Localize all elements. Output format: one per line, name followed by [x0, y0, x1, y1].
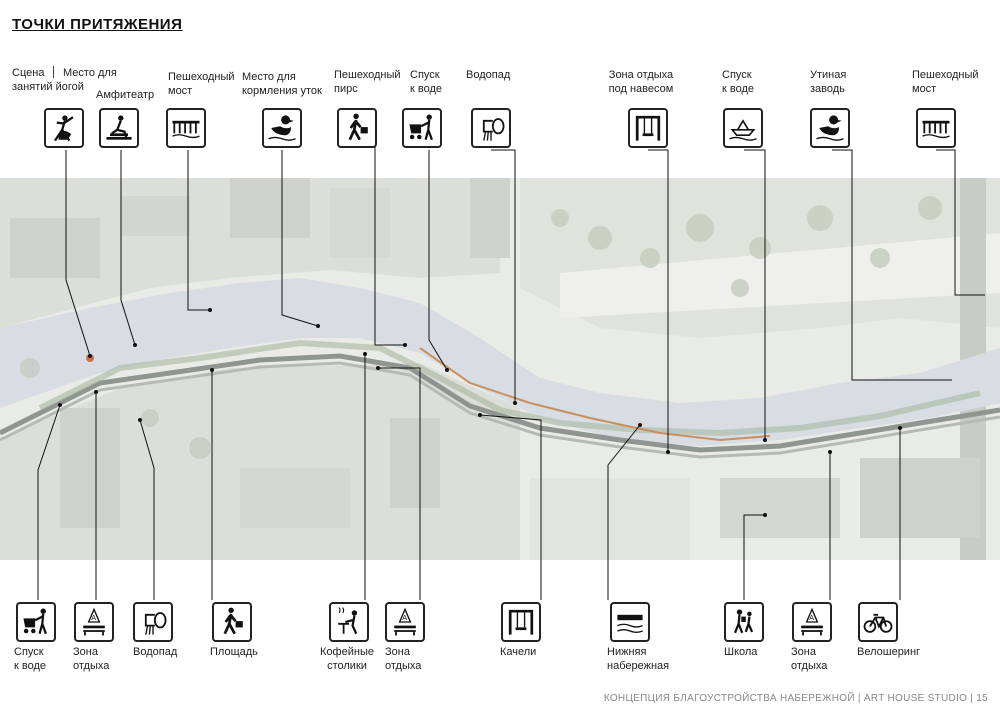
duck-icon: [262, 108, 302, 148]
label-bottom-swings: Качели: [500, 646, 537, 658]
stroller-icon-bottom: [16, 602, 56, 642]
label-bottom-rest-zone-1: Зона отдыха: [73, 646, 110, 672]
label-yoga-stage: Сцена занятий йогой: [12, 67, 84, 93]
swing-icon-bottom: [501, 602, 541, 642]
page-title: ТОЧКИ ПРИТЯЖЕНИЯ: [12, 16, 183, 33]
label-bottom-waterfall: Водопад: [133, 646, 178, 658]
label-place-for: Место для: [63, 67, 117, 79]
label-bottom-rest-zone-3: Зона отдыха: [791, 646, 828, 672]
label-bottom-lower-embankment: Нижняя набережная: [607, 646, 670, 672]
bench-icon: A: [74, 602, 114, 642]
walking-person-icon-bottom: [212, 602, 252, 642]
bridge-icon-2: [916, 108, 956, 148]
page-footer: КОНЦЕПЦИЯ БЛАГОУСТРОЙСТВА НАБЕРЕЖНОЙ | A…: [603, 693, 988, 704]
coffee-table-icon: [329, 602, 369, 642]
label-pedestrian-pier: Пешеходный пирс: [334, 69, 401, 95]
label-amphitheatre: Амфитеатр: [96, 89, 155, 101]
label-pedestrian-bridge-2: Пешеходный мост: [912, 69, 979, 95]
bench-icon-2: A: [385, 602, 425, 642]
label-separator: [53, 66, 54, 78]
waterfall-icon-bottom: [133, 602, 173, 642]
yoga-dancer-icon: [44, 108, 84, 148]
label-pedestrian-bridge-1: Пешеходный мост: [168, 71, 235, 97]
label-canopy-rest: Зона отдыха под навесом: [608, 69, 674, 95]
label-waterfall-top: Водопад: [466, 69, 511, 81]
stroller-icon: [402, 108, 442, 148]
amphitheatre-icon: [99, 108, 139, 148]
bridge-icon: [166, 108, 206, 148]
label-bottom-bike-sharing: Велошеринг: [857, 646, 921, 658]
walking-person-icon: [337, 108, 377, 148]
svg-text:A: A: [91, 613, 96, 622]
duck-icon-2: [810, 108, 850, 148]
svg-text:A: A: [402, 613, 407, 622]
site-plan-map: [0, 178, 1000, 560]
label-bottom-water-descent: Спуск к воде: [14, 646, 47, 672]
label-bottom-square: Площадь: [210, 646, 258, 658]
label-water-descent-1: Спуск к воде: [410, 69, 443, 95]
waterfall-icon: [471, 108, 511, 148]
swing-icon: [628, 108, 668, 148]
label-bottom-rest-zone-2: Зона отдыха: [385, 646, 422, 672]
label-bottom-coffee-tables: Кофейные столики: [320, 646, 374, 672]
paper-boat-icon: [723, 108, 763, 148]
school-children-icon: [724, 602, 764, 642]
svg-text:A: A: [809, 613, 814, 622]
lower-embankment-icon: [610, 602, 650, 642]
label-water-descent-2: Спуск к воде: [722, 69, 755, 95]
label-bottom-school: Школа: [724, 646, 758, 658]
bench-icon-3: A: [792, 602, 832, 642]
label-duck-feeding: Место для кормления уток: [242, 71, 322, 97]
label-duck-backwater: Утиная заводь: [810, 69, 847, 95]
bicycle-icon: [858, 602, 898, 642]
